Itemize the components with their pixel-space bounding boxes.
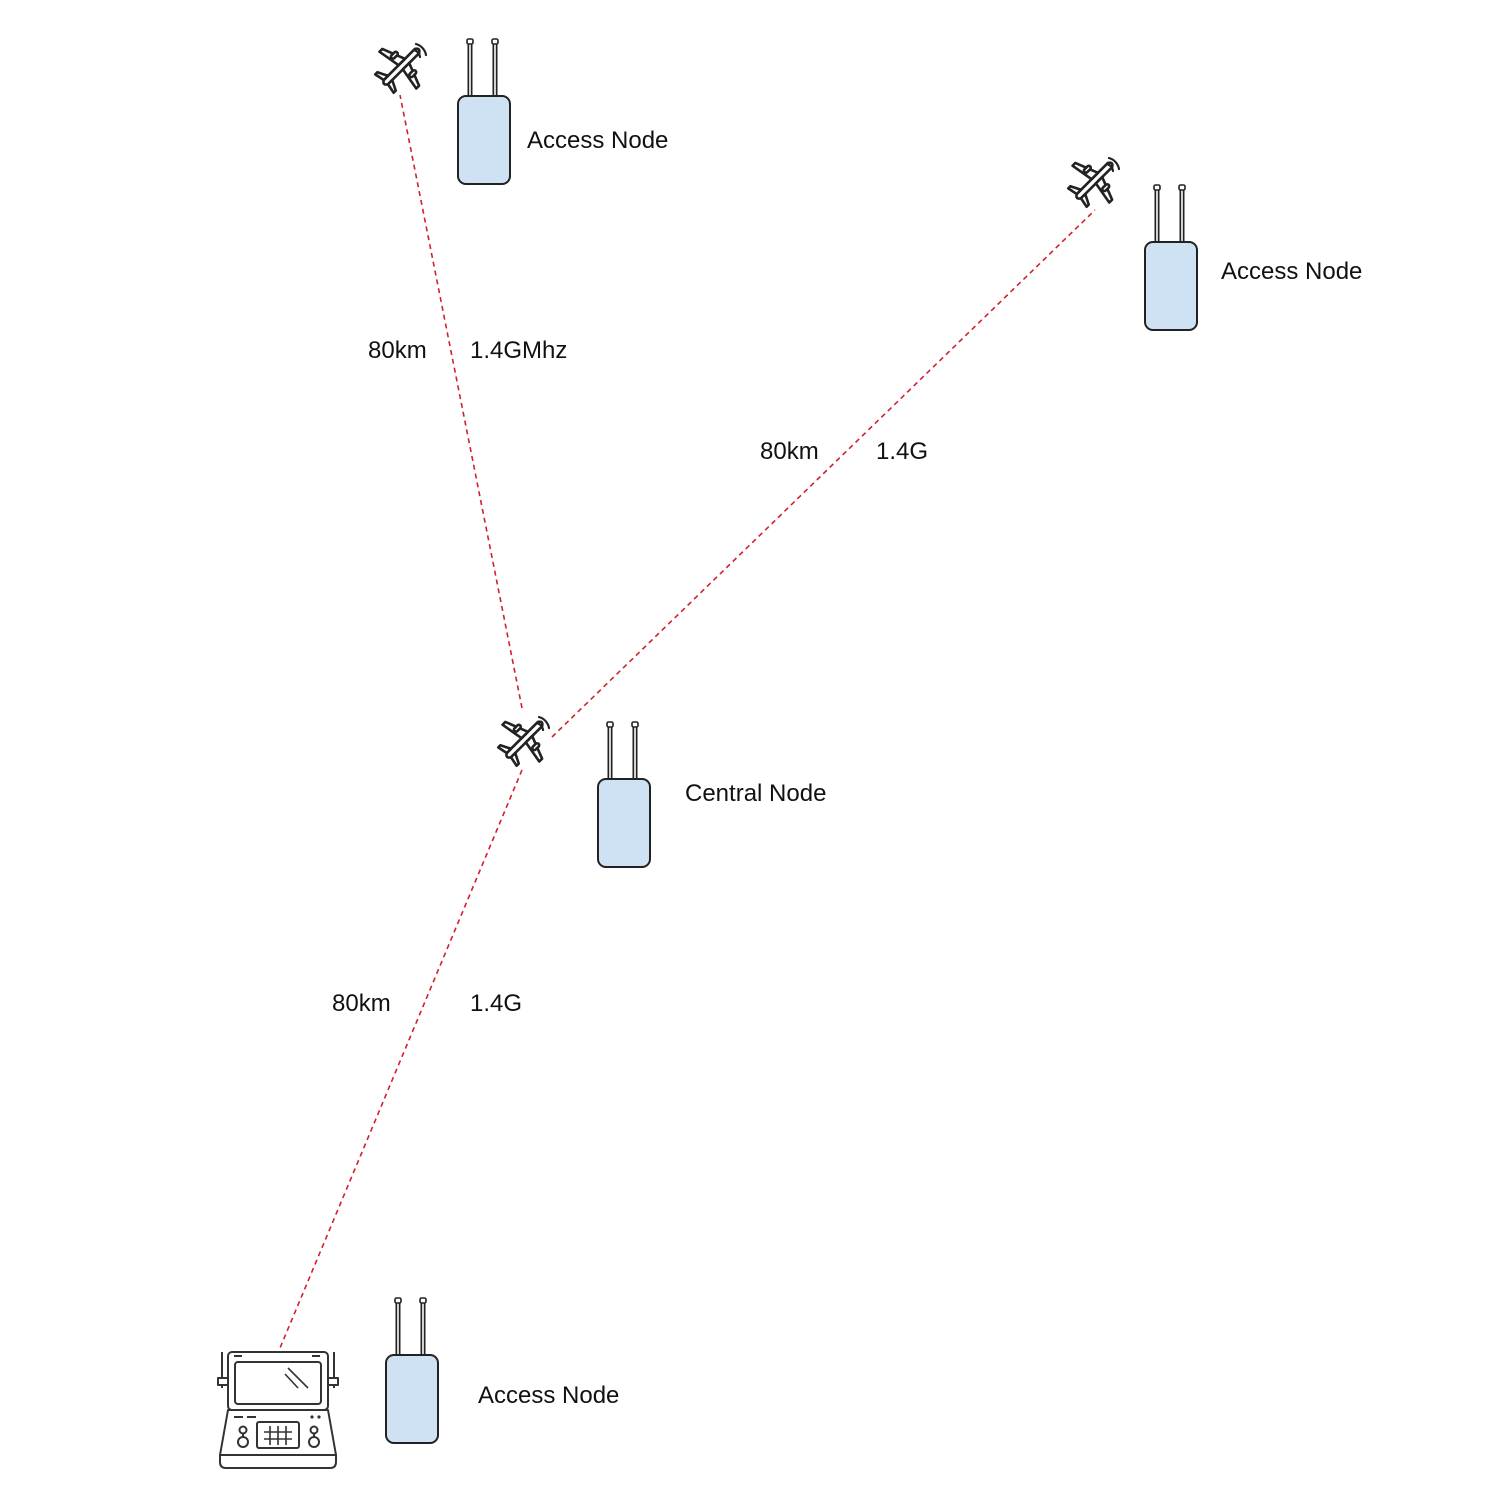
drone-icon-central[interactable] — [487, 702, 562, 777]
link-ground-frequency: 1.4G — [470, 990, 523, 1017]
link-right-frequency: 1.4G — [876, 438, 929, 465]
link-ground-distance: 80km — [332, 990, 391, 1017]
drone-icon-top[interactable] — [364, 29, 439, 104]
link-top-frequency: 1.4GMhz — [470, 337, 568, 364]
node-label-top: Access Node — [527, 127, 669, 154]
node-label-right: Access Node — [1221, 258, 1363, 285]
link-right-distance: 80km — [760, 438, 819, 465]
node-label-ground: Access Node — [478, 1382, 620, 1409]
radio-node-icon-top[interactable] — [458, 39, 510, 184]
link-central-to-top — [399, 94, 523, 709]
drone-icon-right[interactable] — [1057, 143, 1132, 218]
ground-control-station-icon[interactable] — [217, 1351, 339, 1469]
link-central-to-right — [551, 209, 1096, 738]
link-central-to-ground — [279, 769, 523, 1349]
node-label-central: Central Node — [685, 780, 827, 807]
link-top-distance: 80km — [368, 337, 427, 364]
radio-node-icon-central[interactable] — [598, 722, 650, 867]
radio-node-icon-right[interactable] — [1145, 185, 1197, 330]
radio-node-icon-ground[interactable] — [386, 1298, 438, 1443]
